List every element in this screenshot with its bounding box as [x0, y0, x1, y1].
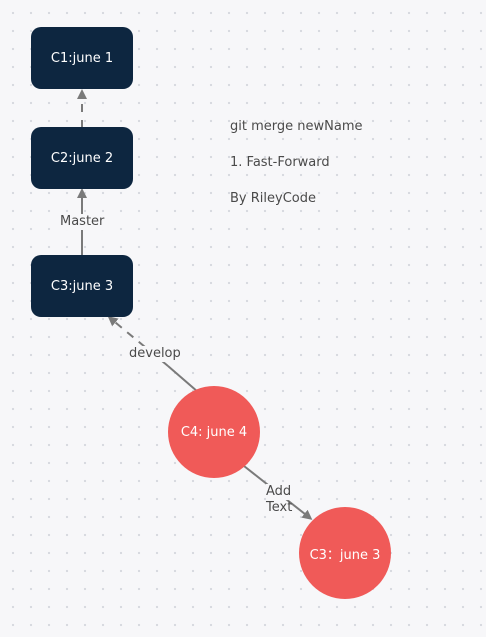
commit-node-c4-label: C4: june 4	[180, 424, 248, 440]
edge-label-add-text-line2: Text	[266, 500, 293, 512]
commit-node-c1-label: C1:june 1	[50, 50, 114, 66]
note-author: By RileyCode	[230, 191, 316, 206]
commit-node-c5-label: C3：june 3	[309, 547, 381, 563]
commit-node-c1[interactable]: C1:june 1	[31, 27, 133, 89]
edge-c4-c3[interactable]	[167, 365, 199, 393]
commit-node-c5[interactable]: C3：june 3	[299, 507, 391, 599]
commit-node-c4[interactable]: C4: june 4	[168, 386, 260, 478]
commit-node-c2-label: C2:june 2	[50, 150, 114, 166]
commit-node-c3-label: C3:june 3	[50, 278, 114, 294]
note-merge-command: git merge newName	[230, 119, 363, 134]
edge-c4-c3-dashed[interactable]	[107, 316, 169, 367]
edge-label-add-text: Add Text	[264, 484, 294, 512]
edge-label-add-text-line1: Add	[266, 484, 293, 500]
edge-label-develop: develop	[127, 346, 183, 362]
edge-label-master: Master	[58, 214, 107, 230]
note-fast-forward: 1. Fast-Forward	[230, 155, 330, 170]
commit-node-c2[interactable]: C2:june 2	[31, 127, 133, 189]
commit-node-c3[interactable]: C3:june 3	[31, 255, 133, 317]
